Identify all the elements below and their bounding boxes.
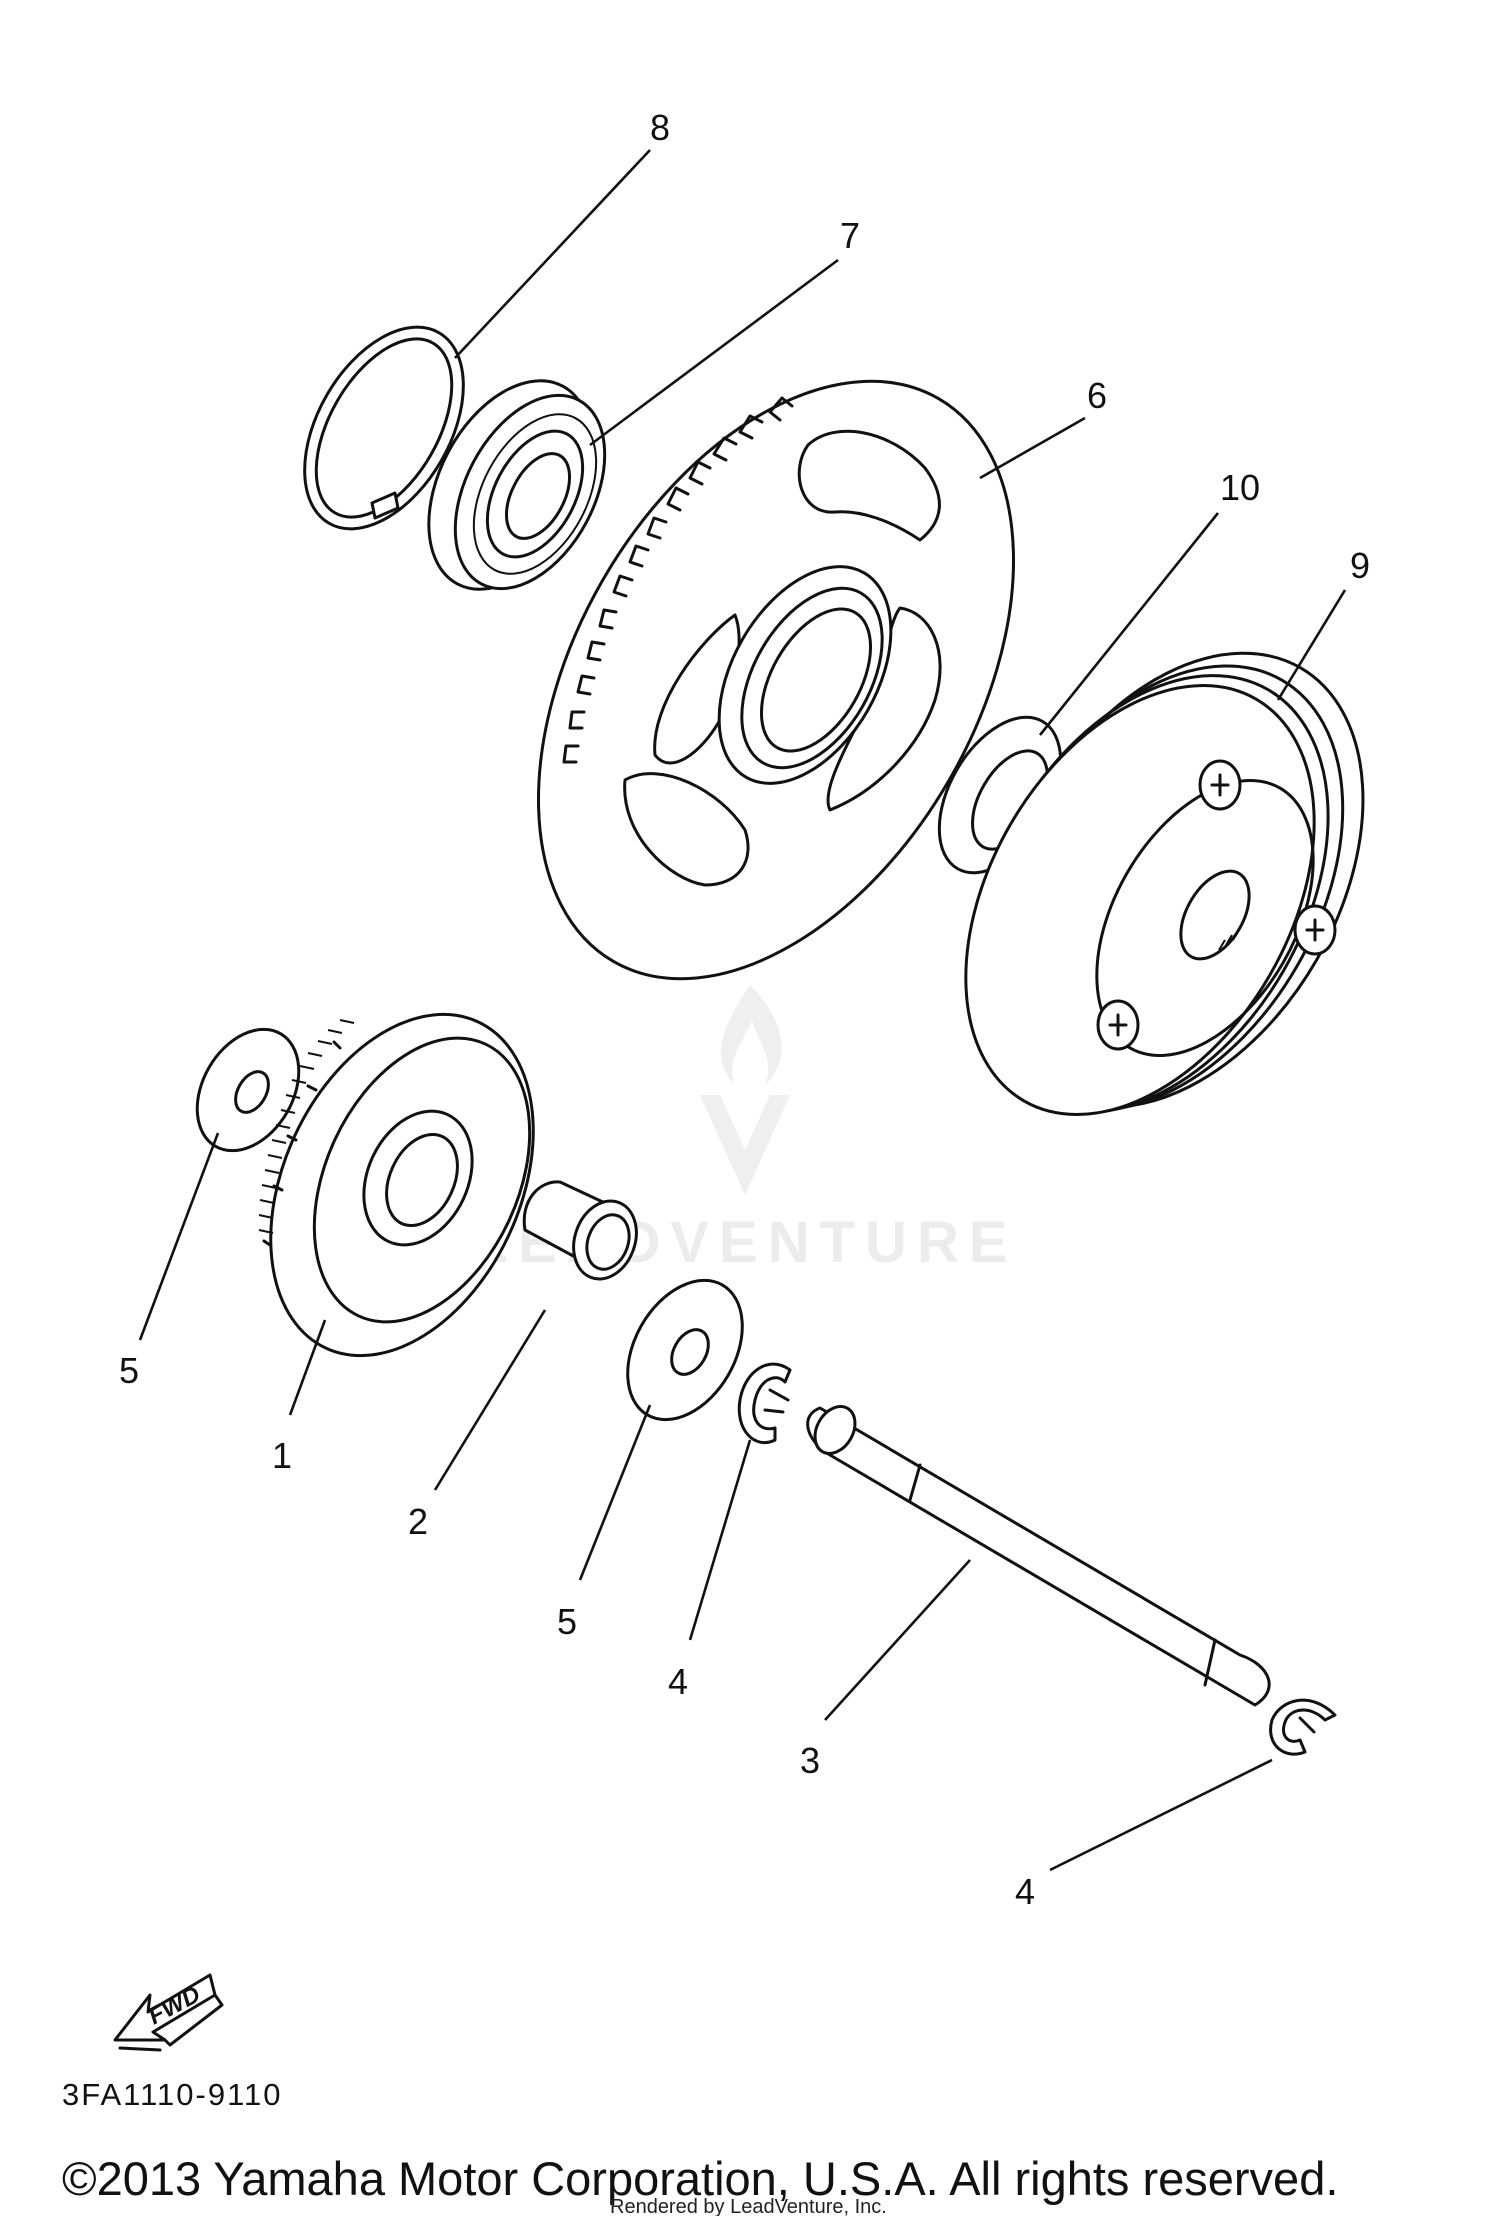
fwd-arrow-icon: FWD xyxy=(113,1973,224,2052)
screw-icon xyxy=(1096,999,1140,1051)
callout-4: 4 xyxy=(1015,1871,1035,1912)
callout-2: 2 xyxy=(408,1501,428,1542)
copyright-notice: ©2013 Yamaha Motor Corporation, U.S.A. A… xyxy=(62,2152,1338,2205)
callout-4: 4 xyxy=(668,1661,688,1702)
callout-7: 7 xyxy=(840,215,860,256)
part-1-idle-gear xyxy=(258,1012,535,1358)
part-4-circlip xyxy=(1269,1698,1337,1756)
part-4-circlip xyxy=(737,1362,792,1445)
part-2-needle-bearing xyxy=(522,1180,638,1281)
callout-3: 3 xyxy=(800,1740,820,1781)
part-6-starter-wheel-gear xyxy=(537,379,1015,981)
callout-9: 9 xyxy=(1350,545,1370,586)
part-code: 3FA1110-9110 xyxy=(62,2077,283,2112)
leader-lines xyxy=(138,149,1347,1872)
callouts: 8 7 6 10 9 5 1 2 5 4 3 4 xyxy=(119,107,1370,1912)
part-5-washer xyxy=(626,1278,744,1422)
part-7-bearing xyxy=(427,379,607,591)
screw-icon xyxy=(1198,759,1242,811)
callout-10: 10 xyxy=(1220,467,1260,508)
callout-1: 1 xyxy=(272,1435,292,1476)
callout-5: 5 xyxy=(119,1350,139,1391)
screw-icon xyxy=(1293,904,1337,956)
watermark-logo-icon xyxy=(700,985,790,1195)
rendered-by-credit: Rendered by LeadVenture, Inc. xyxy=(610,2196,887,2216)
part-8-circlip xyxy=(303,325,465,531)
part-9-clutch-assembly xyxy=(964,651,1365,1116)
part-5-washer xyxy=(195,1027,301,1153)
fwd-label: FWD xyxy=(144,1981,205,2030)
callout-6: 6 xyxy=(1087,375,1107,416)
callout-5: 5 xyxy=(557,1601,577,1642)
callout-8: 8 xyxy=(650,107,670,148)
part-3-shaft xyxy=(806,1405,1271,1707)
